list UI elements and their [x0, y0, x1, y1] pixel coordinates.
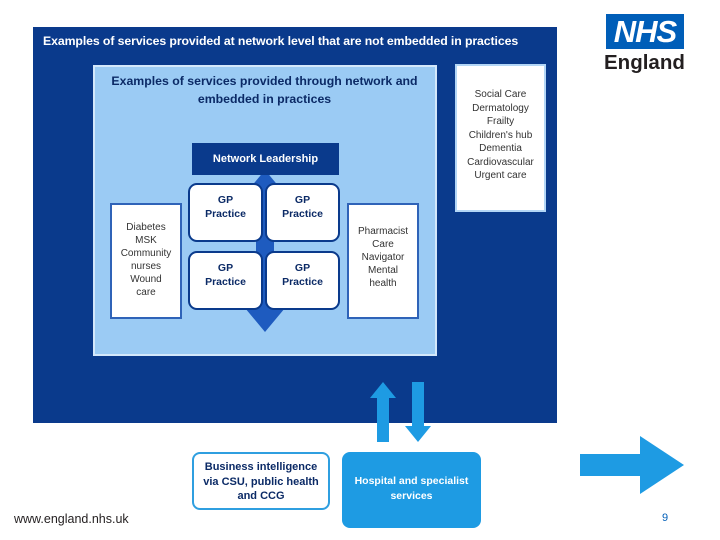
bi-line: via CSU, public health — [203, 475, 319, 488]
service-item: MSK — [135, 235, 157, 246]
network-leadership-box: Network Leadership — [192, 143, 339, 175]
service-item: nurses — [130, 261, 161, 272]
service-item: Frailty — [486, 116, 515, 127]
service-item: Pharmacist — [357, 226, 408, 237]
nhs-logo — [606, 14, 684, 49]
service-item: Navigator — [361, 252, 405, 263]
service-item: Community — [120, 248, 172, 259]
embedded-services-title: Examples of services provided through ne… — [111, 74, 418, 106]
service-item: health — [369, 278, 397, 289]
page-number: 9 — [661, 512, 669, 524]
service-item: Cardiovascular — [467, 156, 534, 168]
service-item: Wound — [130, 274, 162, 285]
bi-line: and CCG — [237, 490, 285, 502]
hospital-line: services — [390, 489, 433, 502]
bi-line: Business intelligence — [204, 461, 318, 473]
nhs-logo-region: England — [604, 51, 685, 74]
business-intelligence-box: Business intelligence via CSU, public he… — [192, 452, 330, 510]
up-arrow-icon — [370, 382, 396, 442]
embedded-right-services-box: Pharmacist Care Navigator Mental health — [347, 203, 419, 319]
up-down-arrow-icon — [245, 170, 285, 332]
right-arrow-icon — [580, 436, 684, 494]
network-services-list: Social Care Dermatology Frailty Children… — [455, 88, 546, 183]
service-item: Dementia — [479, 143, 522, 154]
network-services-box — [455, 64, 546, 212]
service-item: Dermatology — [472, 102, 529, 114]
service-item: Mental — [367, 265, 398, 276]
service-item: Care — [372, 239, 394, 250]
hospital-line: Hospital and specialist — [354, 475, 469, 487]
footer-url[interactable]: www.england.nhs.uk — [14, 512, 129, 526]
service-item: Social Care — [474, 89, 527, 100]
service-item: Urgent care — [474, 170, 527, 181]
network-level-title: Examples of services provided at network… — [43, 34, 519, 48]
hospital-services-box: Hospital and specialist services — [342, 452, 481, 528]
nhs-logo-mark: NHS — [613, 14, 677, 49]
embedded-left-services-box: Diabetes MSK Community nurses Wound care — [110, 203, 182, 319]
down-arrow-icon — [405, 382, 431, 442]
service-item: Diabetes — [126, 222, 166, 233]
service-item: Children's hub — [468, 129, 533, 141]
service-item: care — [136, 287, 156, 298]
